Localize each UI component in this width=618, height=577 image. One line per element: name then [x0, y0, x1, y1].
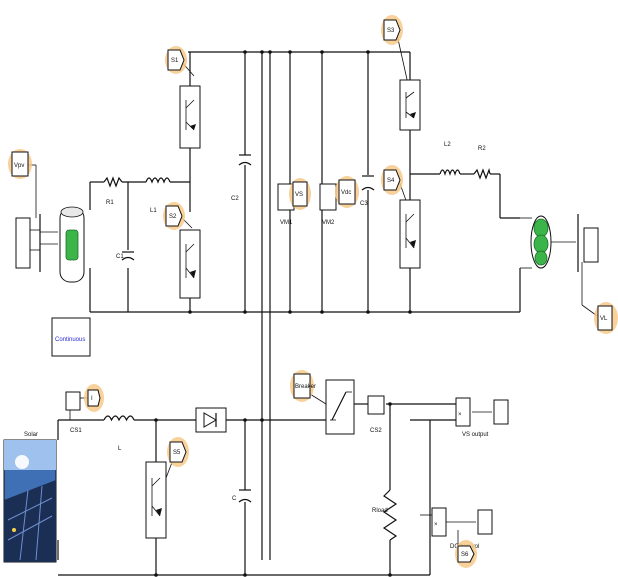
- gate-label-s6: S6: [461, 552, 469, 558]
- top-circuit-wires: [28, 29, 601, 560]
- gate-tag-s4[interactable]: S4: [381, 165, 403, 195]
- switch-s1[interactable]: [179, 85, 201, 149]
- breaker[interactable]: [325, 379, 355, 435]
- dc-voltage-source[interactable]: [59, 206, 85, 283]
- capacitor-c1[interactable]: C1: [116, 251, 135, 261]
- label-c1: C1: [116, 254, 124, 260]
- gate-label-s1: S1: [171, 58, 179, 64]
- gate-tag-s5[interactable]: S5: [167, 437, 189, 467]
- scope-tag-vpv[interactable]: Vpv: [8, 149, 32, 179]
- label-c3: C3: [360, 201, 368, 207]
- diode[interactable]: [195, 407, 227, 433]
- solar-label: Solar: [24, 432, 38, 438]
- svg-text:×: ×: [434, 522, 438, 528]
- label-c: C: [232, 496, 237, 502]
- solar-panel[interactable]: Solar: [3, 432, 57, 563]
- resistor-r1[interactable]: R1: [103, 176, 123, 206]
- scope-tag-vs[interactable]: VS: [289, 178, 311, 210]
- gate-tag-s6[interactable]: S6: [455, 540, 477, 568]
- product-block-2[interactable]: ×: [431, 507, 447, 537]
- label-cs1: CS1: [70, 428, 82, 434]
- inductor-l1[interactable]: L1: [145, 177, 171, 214]
- label-cs2: CS2: [370, 428, 382, 434]
- breaker-tag-label: Breaker: [295, 384, 316, 390]
- label-vm2: VM2: [322, 220, 335, 226]
- scope-tag-vdc[interactable]: Vdc: [335, 176, 359, 208]
- gate-label-s5: S5: [173, 450, 181, 456]
- scope-tag-breaker[interactable]: Breaker: [290, 370, 316, 402]
- capacitor-c[interactable]: C: [232, 489, 252, 503]
- label-rload: Rload: [372, 508, 388, 514]
- label-c2: C2: [231, 196, 239, 202]
- measurement-block-left[interactable]: [15, 214, 58, 272]
- gate-tag-s3[interactable]: S3: [381, 15, 403, 45]
- resistor-r2[interactable]: R2: [473, 146, 491, 180]
- gate-label-s4: S4: [387, 178, 395, 184]
- switch-s4[interactable]: [399, 199, 421, 269]
- switch-s3[interactable]: [399, 79, 421, 131]
- scope-tag-i[interactable]: I: [84, 384, 104, 412]
- measurement-block-right[interactable]: [577, 214, 599, 272]
- label-l1: L1: [150, 208, 157, 214]
- display1-label: VS output: [462, 432, 489, 438]
- scope-tag-vl[interactable]: VL: [594, 302, 618, 334]
- powergui-block[interactable]: Continuous: [51, 317, 91, 357]
- boost-switch[interactable]: [145, 461, 167, 539]
- capacitor-c2[interactable]: C2: [231, 154, 252, 202]
- display-vs-output[interactable]: VS output: [462, 399, 509, 438]
- gate-tag-s1[interactable]: S1: [165, 46, 187, 74]
- capacitor-c3[interactable]: C3: [360, 175, 375, 207]
- product-block-1[interactable]: ×: [455, 397, 471, 427]
- current-sensor-cs1[interactable]: CS1: [65, 391, 82, 434]
- scope-label-vs: VS: [295, 192, 303, 198]
- gate-tag-s2[interactable]: S2: [163, 202, 185, 230]
- powergui-label: Continuous: [55, 337, 85, 343]
- label-r1: R1: [106, 200, 114, 206]
- load-resistor[interactable]: Rload: [372, 489, 398, 541]
- switch-s2[interactable]: [179, 229, 201, 299]
- label-l2: L2: [444, 142, 451, 148]
- scope-label-vdc: Vdc: [341, 190, 351, 196]
- scope-label-vpv: Vpv: [14, 163, 24, 169]
- inductor-l[interactable]: L: [103, 415, 135, 452]
- svg-text:×: ×: [458, 412, 462, 418]
- gate-label-s2: S2: [169, 214, 177, 220]
- inductor-l2[interactable]: L2: [439, 142, 461, 177]
- voltage-meter-vm2[interactable]: VM2: [319, 183, 337, 226]
- junction-dots: [154, 50, 412, 577]
- scope-label-vl: VL: [600, 316, 608, 322]
- current-sensor-cs2[interactable]: CS2: [367, 395, 385, 434]
- grid-source[interactable]: [520, 215, 576, 269]
- gate-label-s3: S3: [387, 28, 395, 34]
- scope-label-i: I: [91, 396, 93, 402]
- bottom-circuit-wires: [57, 393, 492, 576]
- label-vm1: VM1: [280, 220, 293, 226]
- label-r2: R2: [478, 146, 486, 152]
- label-l: L: [118, 446, 122, 452]
